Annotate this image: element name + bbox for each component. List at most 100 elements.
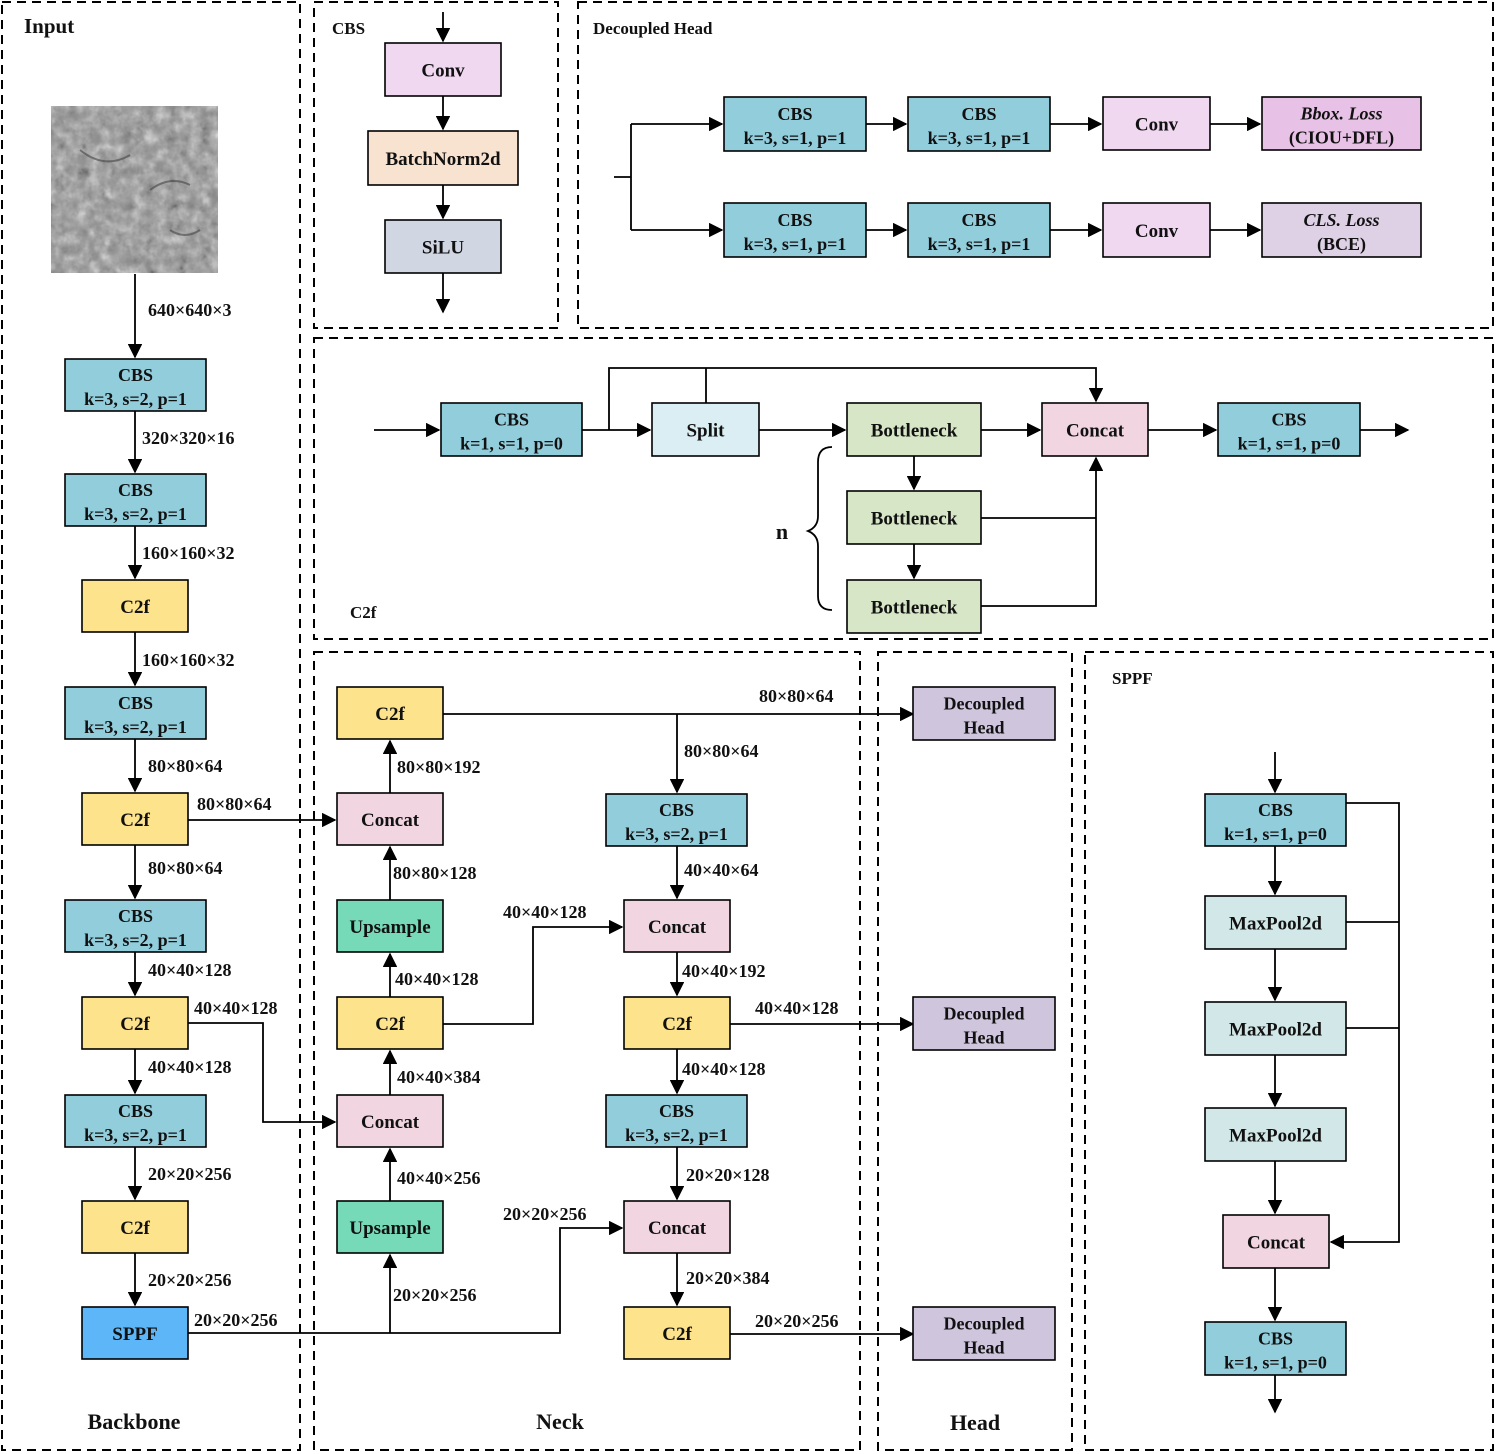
neck-right-dim-5: 20×20×384 [686, 1268, 770, 1288]
c2f-detail-block-4-label: CBS [1271, 410, 1306, 430]
sppf-detail-block-0-params: k=1, s=1, p=0 [1224, 824, 1327, 844]
decoupled-head-detail-region [577, 1, 1494, 329]
c2f-section-title: C2f [350, 603, 377, 622]
cbs-detail-block-1: BatchNorm2d [367, 130, 519, 186]
neck-left-block-1-label: Concat [361, 810, 420, 831]
c2f-detail-block-1: Split [651, 402, 760, 457]
neck-right-dim-3: 40×40×128 [682, 1059, 766, 1079]
backbone-dim-8: 20×20×256 [148, 1164, 232, 1184]
sppf-detail-block-3: MaxPool2d [1204, 1107, 1347, 1162]
decoupled-top-block-3-label: Bbox. Loss [1299, 104, 1382, 124]
neck-left-block-4-label: Concat [361, 1112, 420, 1133]
neck-left-dim-0: 80×80×192 [397, 757, 481, 777]
grayscale-texture-image-icon [51, 106, 218, 273]
neck-right-block-0-label: CBS [659, 800, 694, 820]
decoupled-head-block-2-label: Decoupled [944, 1314, 1025, 1334]
sppf-section-title: SPPF [1112, 669, 1153, 688]
sppf-detail-region [1084, 651, 1494, 1451]
c2f-detail-block-5-label: Bottleneck [871, 509, 958, 530]
backbone-dim-5: 80×80×64 [148, 858, 223, 878]
sppf-detail-block-0-label: CBS [1258, 800, 1293, 820]
backbone-side-dim-1: 40×40×128 [194, 998, 278, 1018]
backbone-block-8: C2f [81, 1200, 189, 1254]
neck-right-block-1: Concat [623, 899, 731, 953]
backbone-block-7-params: k=3, s=2, p=1 [84, 1125, 187, 1145]
sppf-detail-block-4: Concat [1222, 1214, 1330, 1269]
sppf-detail-block-3-label: MaxPool2d [1229, 1126, 1322, 1147]
backbone-block-6-label: C2f [120, 1014, 150, 1035]
c2f-detail-block-0: CBS k=1, s=1, p=0 [440, 402, 583, 457]
c2f-detail-block-5: Bottleneck [846, 490, 982, 545]
head-region [877, 651, 1073, 1451]
c2f-detail-block-6: Bottleneck [846, 579, 982, 634]
n-brace [805, 446, 833, 611]
sppf-detail-block-2: MaxPool2d [1204, 1001, 1347, 1056]
backbone-block-9: SPPF [81, 1306, 189, 1360]
backbone-block-3-label: CBS [118, 693, 153, 713]
input-image [51, 106, 218, 273]
sppf-side-bus [1329, 802, 1400, 1250]
n-label: n [776, 519, 788, 544]
neck-left-block-5-label: Upsample [349, 1218, 430, 1239]
neck-left-dim-3: 40×40×384 [397, 1067, 481, 1087]
decoupled-bottom-block-0-label: CBS [777, 210, 812, 230]
backbone-block-0-label: CBS [118, 365, 153, 385]
sppf-detail-block-5-label: CBS [1258, 1329, 1293, 1349]
neck-cross-dim-1: 20×20×256 [503, 1204, 587, 1224]
neck-right-block-4: Concat [623, 1200, 731, 1254]
c2f-skip-connection [608, 367, 1104, 430]
decoupled-head-block-2-params: Head [963, 1338, 1004, 1358]
neck-right-block-1-label: Concat [648, 917, 707, 938]
section-titles: Input Backbone Neck Head CBS Decoupled H… [24, 14, 1153, 1435]
backbone-block-3-params: k=3, s=2, p=1 [84, 717, 187, 737]
neck-right-block-0-params: k=3, s=2, p=1 [625, 824, 728, 844]
sppf-detail-block-4-label: Concat [1247, 1233, 1306, 1254]
neck-left-block-5: Upsample [336, 1200, 444, 1254]
decoupled-bottom-block-2: Conv [1102, 202, 1211, 258]
decoupled-head-block-0-label: Decoupled [944, 694, 1025, 714]
decoupled-bottom-block-3-params: (BCE) [1317, 234, 1366, 255]
decoupled-head-block-0-params: Head [963, 718, 1004, 738]
sppf-detail-block-1-label: MaxPool2d [1229, 914, 1322, 935]
backbone-dim-1: 320×320×16 [142, 428, 235, 448]
neck-left-block-0-label: C2f [375, 704, 405, 725]
decoupled-top-block-1-label: CBS [961, 104, 996, 124]
backbone-block-3: CBS k=3, s=2, p=1 [64, 686, 207, 740]
decoupled-bottom-block-0-params: k=3, s=1, p=1 [744, 234, 847, 254]
neck-right-block-3-label: CBS [659, 1101, 694, 1121]
c2f-detail-block-2: Bottleneck [846, 402, 982, 457]
cbs-detail-block-0: Conv [384, 42, 502, 97]
c2f-detail-region [313, 337, 1494, 640]
neck-right-block-5: C2f [623, 1306, 731, 1360]
c2f-detail-block-0-label: CBS [494, 410, 529, 430]
cbs-section-title: CBS [332, 19, 365, 38]
neck-cross-dim-0: 40×40×128 [503, 902, 587, 922]
backbone-dim-7: 40×40×128 [148, 1057, 232, 1077]
c2f-detail-block-3: Concat [1041, 402, 1149, 457]
cbs-detail-block-1-label: BatchNorm2d [385, 149, 500, 170]
c2f-detail-block-0-params: k=1, s=1, p=0 [460, 434, 563, 454]
neck-right-block-5-label: C2f [662, 1324, 692, 1345]
cbs-detail-block-2: SiLU [384, 219, 502, 274]
backbone-dim-3: 160×160×32 [142, 650, 235, 670]
backbone-title: Backbone [88, 1409, 181, 1434]
decoupled-top-block-0-label: CBS [777, 104, 812, 124]
c2f-detail-block-6-label: Bottleneck [871, 598, 958, 619]
decoupled-bottom-block-3: CLS. Loss(BCE) [1261, 202, 1422, 258]
backbone-dim-0: 640×640×3 [148, 300, 232, 320]
backbone-block-2: C2f [81, 579, 189, 633]
cbs-detail-block-2-label: SiLU [422, 238, 465, 259]
cbs-detail-block-0-label: Conv [421, 61, 465, 82]
backbone-block-1-label: CBS [118, 480, 153, 500]
